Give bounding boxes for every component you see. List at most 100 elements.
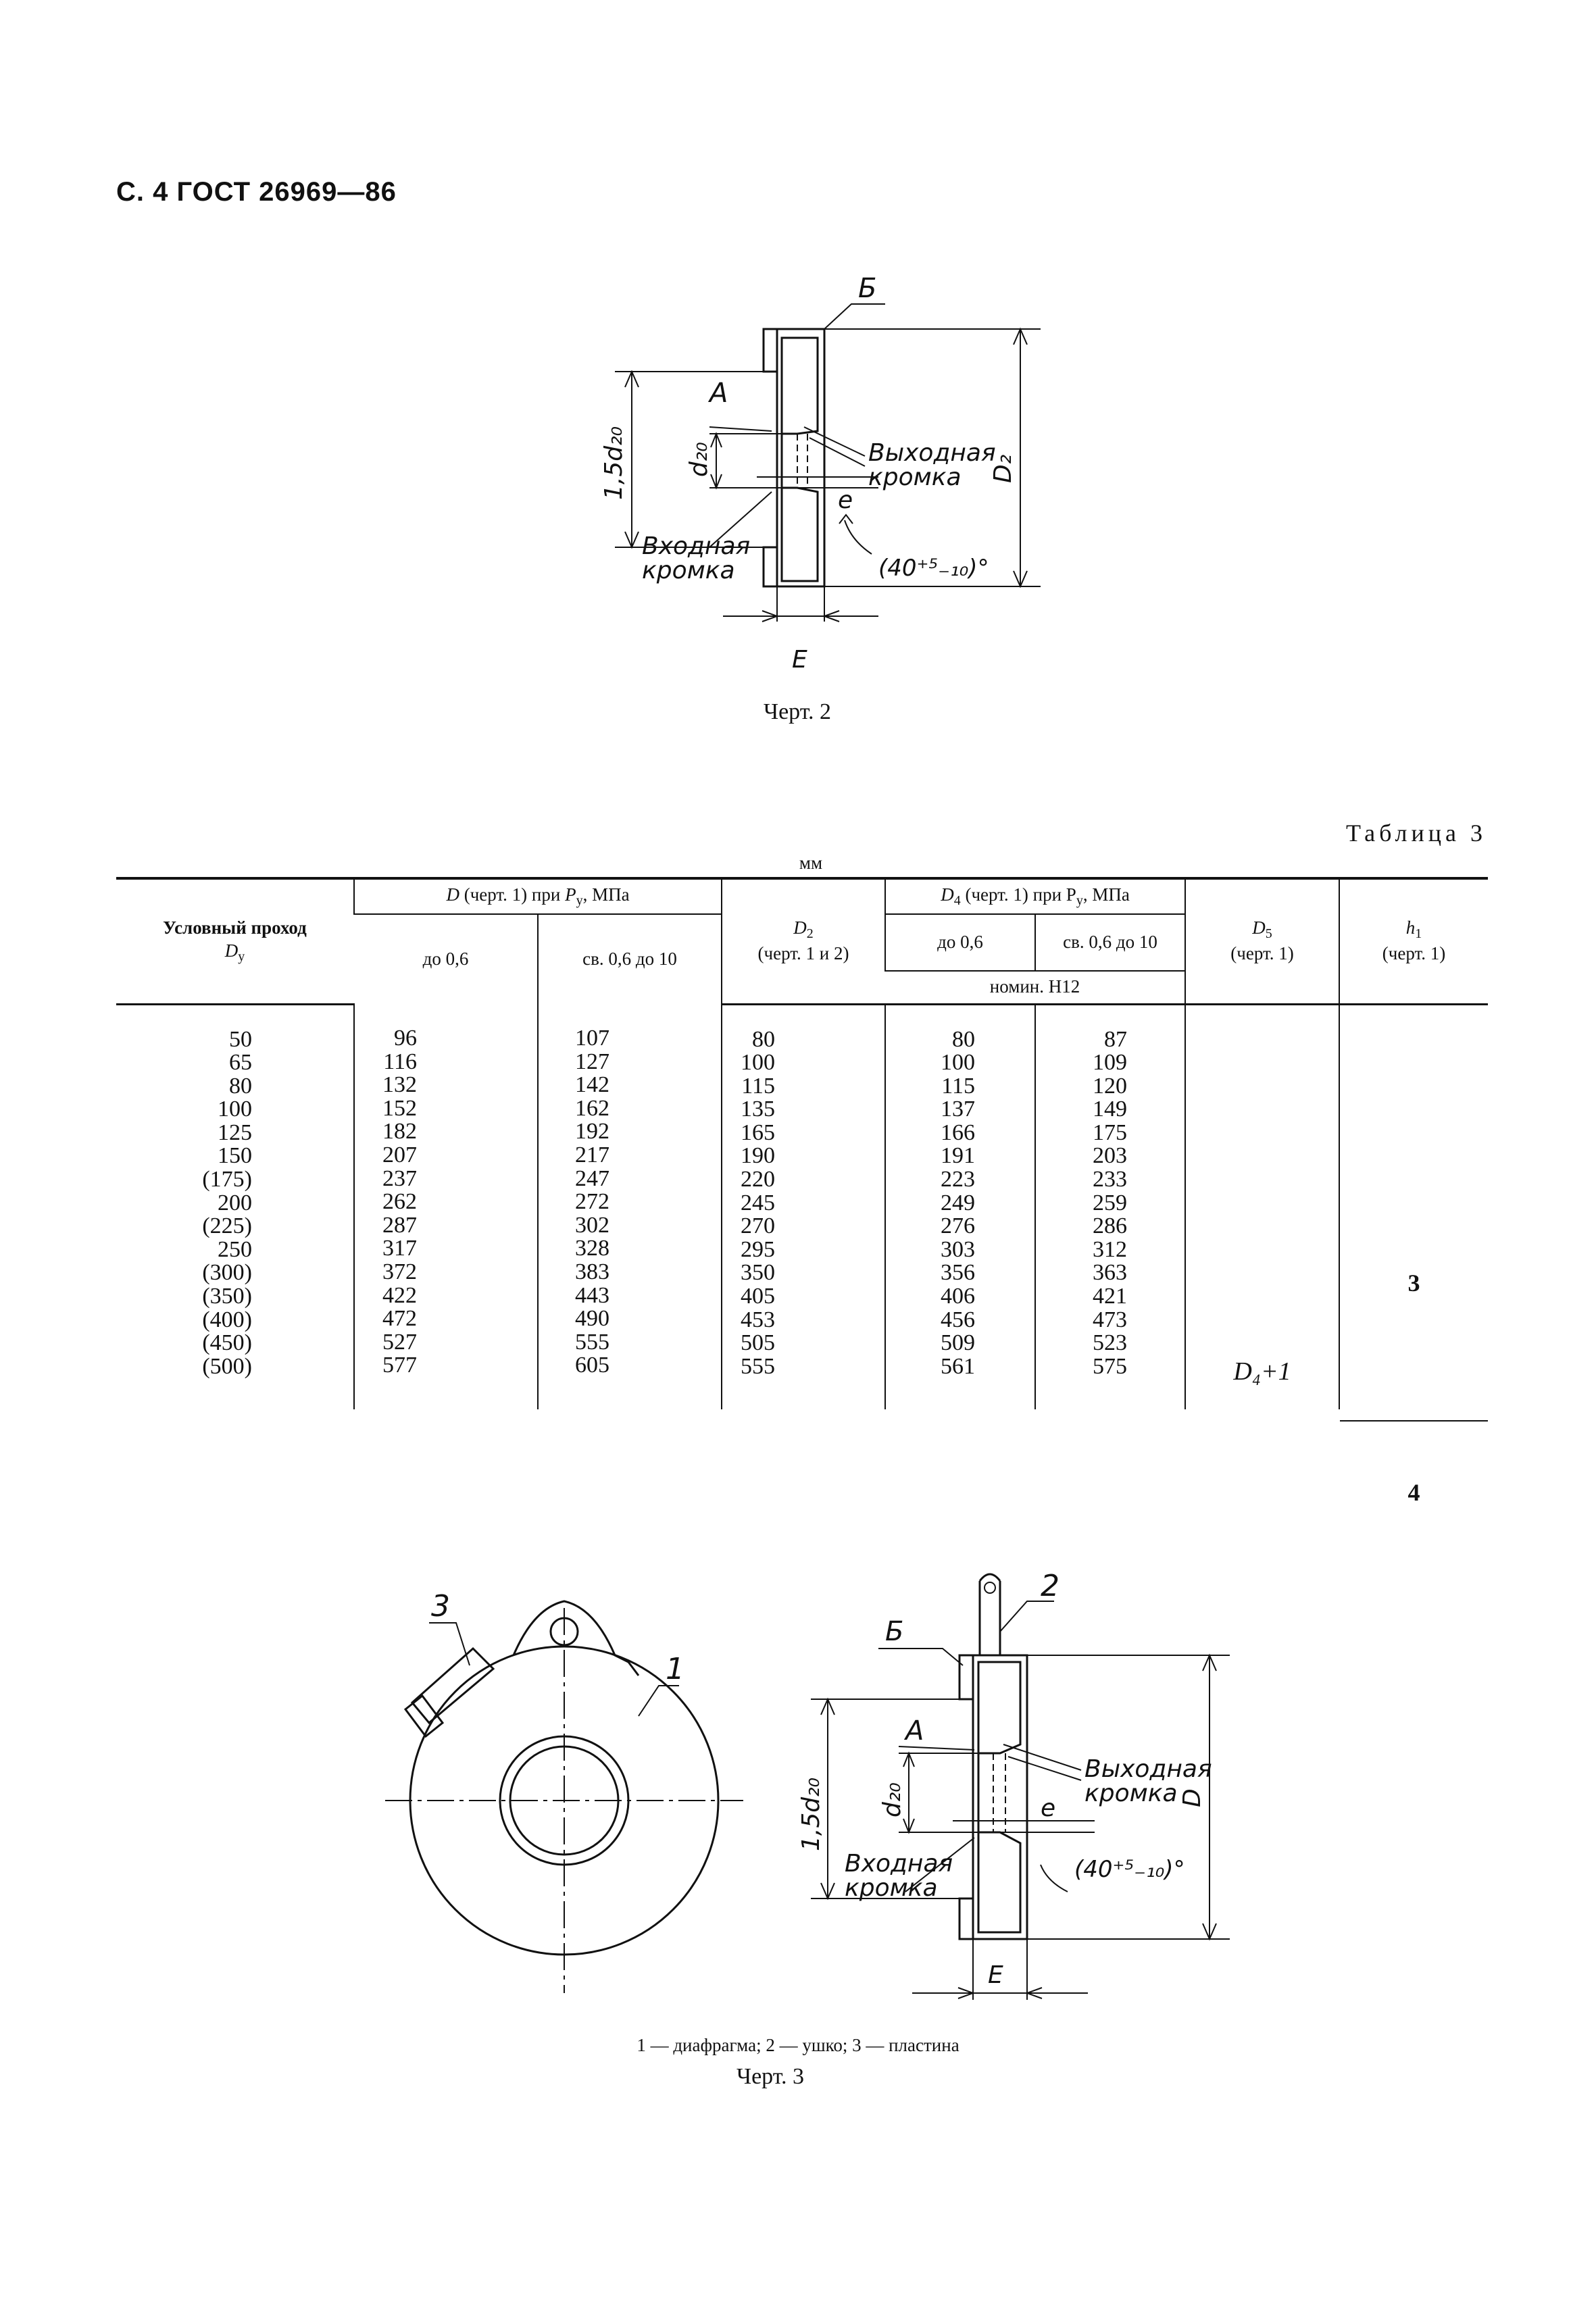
table-cell: 137 xyxy=(941,1097,976,1122)
table-cell: 115 xyxy=(941,1073,976,1099)
table-cell: 473 xyxy=(1093,1307,1128,1332)
table-cell: 453 xyxy=(741,1307,776,1332)
fig3-label-outlet-2: кромка xyxy=(1084,1780,1178,1807)
table-cell: 561 xyxy=(941,1353,976,1379)
table-cell: 191 xyxy=(941,1143,976,1169)
table-cell: 303 xyxy=(941,1236,976,1262)
header-d4-high: св. 0,6 до 10 xyxy=(1034,914,1186,971)
table-cell: 96 xyxy=(394,1026,417,1051)
table-cell: 286 xyxy=(1093,1213,1128,1239)
fig2-label-d2: D₂ xyxy=(989,455,1017,483)
table-cell: 109 xyxy=(1093,1050,1128,1076)
table-cell: 287 xyxy=(382,1212,417,1238)
table-cell: 50 xyxy=(229,1026,252,1052)
table-cell: 192 xyxy=(575,1119,610,1145)
table-cell: 152 xyxy=(382,1095,417,1121)
fig2-label-d20: d₂₀ xyxy=(685,442,713,477)
header-d5: D5 (черт. 1) xyxy=(1184,877,1340,1005)
table-cell: 233 xyxy=(1093,1167,1128,1192)
table-cell: 135 xyxy=(741,1097,776,1122)
table-cell: 250 xyxy=(218,1236,252,1262)
table-cell: 190 xyxy=(741,1143,776,1169)
header-d-low: до 0,6 xyxy=(422,949,469,970)
table-cell: 422 xyxy=(382,1282,417,1308)
table-cell: 472 xyxy=(382,1306,417,1332)
fig3-label-outlet: Выходная xyxy=(1084,1755,1212,1783)
table-cell: 237 xyxy=(382,1165,417,1191)
table-cell: 456 xyxy=(941,1307,976,1332)
table-3-unit: мм xyxy=(799,853,823,873)
header-d4-nom: номин. H12 xyxy=(885,970,1186,1005)
fig2-label-b: Б xyxy=(858,273,876,304)
table-cell: (300) xyxy=(202,1260,252,1286)
table-cell: 107 xyxy=(575,1026,610,1051)
table-cell: 142 xyxy=(575,1072,610,1098)
table-cell: 165 xyxy=(741,1120,776,1145)
table-cell: 317 xyxy=(382,1236,417,1261)
fig3-label-2: 2 xyxy=(1041,1569,1059,1603)
fig3-label-angle: (40⁺⁵₋₁₀)° xyxy=(1074,1856,1185,1883)
header-d-group: D (черт. 1) при Pу, МПа xyxy=(353,877,722,915)
table-cell: 372 xyxy=(382,1259,417,1284)
table-cell: 421 xyxy=(1093,1284,1128,1309)
table-cell: (225) xyxy=(202,1213,252,1239)
table-cell: (175) xyxy=(202,1167,252,1192)
figure-3-caption: Черт. 3 xyxy=(736,2064,805,2089)
figure-2-caption: Черт. 2 xyxy=(763,699,832,724)
fig3-label-inlet: Входная xyxy=(845,1850,953,1878)
table-cell: 356 xyxy=(941,1260,976,1286)
header-dy: Условный проход Dу xyxy=(116,877,354,1005)
table-cell: 220 xyxy=(741,1167,776,1192)
table-cell: 406 xyxy=(941,1284,976,1309)
table-cell: 203 xyxy=(1093,1143,1128,1169)
table-cell: 302 xyxy=(575,1212,610,1238)
table-cell: 577 xyxy=(382,1353,417,1378)
table-cell: 116 xyxy=(383,1049,417,1074)
table-cell: 328 xyxy=(575,1236,610,1261)
fig2-label-inlet: Входная xyxy=(642,532,750,560)
table-cell: 217 xyxy=(575,1142,610,1167)
table-3: Условный проход Dу D (черт. 1) при Pу, М… xyxy=(116,877,1489,1506)
fig3-label-3: 3 xyxy=(431,1589,450,1624)
table-cell: (500) xyxy=(202,1353,252,1379)
fig3-label-b: Б xyxy=(885,1616,903,1647)
table-cell: 249 xyxy=(941,1190,976,1215)
figure-3-legend: 1 — диафрагма; 2 — ушко; 3 — пластина xyxy=(637,2035,959,2055)
table-cell: (450) xyxy=(202,1330,252,1356)
table-cell: 527 xyxy=(382,1329,417,1355)
h1-separator xyxy=(1340,1419,1489,1422)
table-cell: 100 xyxy=(941,1050,976,1076)
table-cell: 490 xyxy=(575,1306,610,1332)
h1-value-3: 3 xyxy=(1407,1269,1420,1297)
table-cell: 555 xyxy=(575,1329,610,1355)
table-cell: 575 xyxy=(1093,1353,1128,1379)
table-cell: 100 xyxy=(741,1050,776,1076)
table-cell: 350 xyxy=(741,1260,776,1286)
fig3-label-a: А xyxy=(903,1715,924,1746)
table-cell: 182 xyxy=(382,1119,417,1145)
header-d4-group: D4 (черт. 1) при Pу, МПа xyxy=(884,877,1186,915)
fig2-label-inlet-2: кромка xyxy=(642,557,735,584)
fig2-label-a: А xyxy=(707,378,728,409)
table-cell: 555 xyxy=(741,1353,776,1379)
table-cell: 115 xyxy=(741,1073,776,1099)
table-cell: 149 xyxy=(1093,1097,1128,1122)
fig3-label-d: D xyxy=(1178,1788,1206,1807)
table-cell: 166 xyxy=(941,1120,976,1145)
table-cell: 120 xyxy=(1093,1073,1128,1099)
header-h1: h1 (черт. 1) xyxy=(1339,877,1489,1005)
table-cell: 363 xyxy=(1093,1260,1128,1286)
col-d5: D₄+1 xyxy=(1184,1004,1340,1410)
table-cell: 247 xyxy=(575,1165,610,1191)
table-cell: 270 xyxy=(741,1213,776,1239)
table-cell: 175 xyxy=(1093,1120,1128,1145)
table-cell: 200 xyxy=(218,1190,252,1215)
table-cell: 272 xyxy=(575,1189,610,1215)
table-cell: 87 xyxy=(1104,1026,1128,1052)
fig2-label-e-width: E xyxy=(792,646,807,674)
page-header: С. 4 ГОСТ 26969—86 xyxy=(116,177,397,207)
table-cell: 127 xyxy=(575,1049,610,1074)
